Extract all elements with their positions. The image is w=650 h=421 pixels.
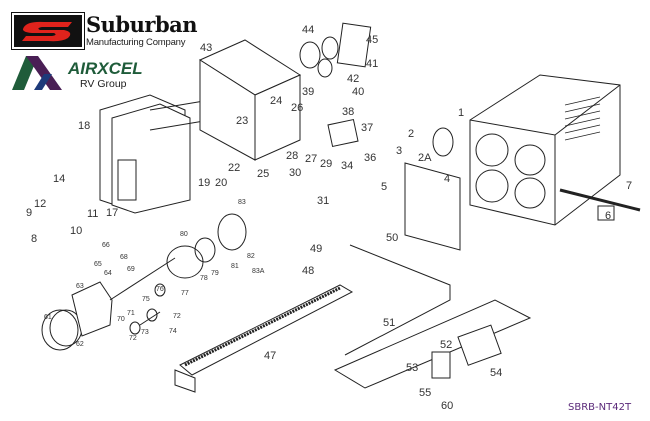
control-board <box>327 118 359 148</box>
part-label: 3 <box>396 145 402 157</box>
part-label: 45 <box>366 34 378 46</box>
part-label: 79 <box>211 270 219 277</box>
part-label: 30 <box>289 167 301 179</box>
part-label: 38 <box>342 106 354 118</box>
part-label: 7 <box>626 180 632 192</box>
part-label: 60 <box>441 400 453 412</box>
diagram-code: SBRB-NT42T <box>568 402 632 413</box>
part-label: 26 <box>291 102 303 114</box>
part-label: 76 <box>156 286 164 293</box>
part-label: 10 <box>70 225 82 237</box>
part-label: 8 <box>31 233 37 245</box>
part-label: 12 <box>34 198 46 210</box>
part-label: 43 <box>200 42 212 54</box>
part-label: 44 <box>302 24 314 36</box>
part-label: 14 <box>53 173 65 185</box>
airxcel-brand-name: AIRXCEL <box>68 59 143 78</box>
part-label: 62 <box>76 341 84 348</box>
airxcel-brand-subtitle: RV Group <box>80 78 127 90</box>
part-label: 49 <box>310 243 322 255</box>
part-label: 80 <box>180 231 188 238</box>
part-label: 11 <box>87 208 98 220</box>
part-label: 40 <box>352 86 364 98</box>
part-label: 19 <box>198 177 210 189</box>
part-label: 61 <box>44 314 52 321</box>
part-label: 17 <box>106 207 118 219</box>
part-label: 53 <box>406 362 418 374</box>
part-label: 83 <box>238 199 246 206</box>
part-label: 24 <box>270 95 282 107</box>
part-label: 36 <box>364 152 376 164</box>
part-label: 54 <box>490 367 502 379</box>
part-label: 66 <box>102 242 110 249</box>
part-label: 47 <box>264 350 276 362</box>
part-label: 23 <box>236 115 248 127</box>
suburban-brand-subtitle: Manufacturing Company <box>86 37 186 48</box>
part-label: 63 <box>76 283 84 290</box>
part-label: 78 <box>200 275 208 282</box>
heat-exchanger <box>99 94 241 214</box>
part-label: 51 <box>383 317 395 329</box>
part-label: 18 <box>78 120 90 132</box>
part-label: 50 <box>386 232 398 244</box>
part-label: 27 <box>305 153 317 165</box>
part-label: 83A <box>252 268 265 275</box>
part-label: 28 <box>286 150 298 162</box>
part-label: 74 <box>169 328 177 335</box>
part-label: 72 <box>129 335 137 342</box>
gas-valve <box>333 299 532 389</box>
part-label: 81 <box>231 263 239 270</box>
part-label: 48 <box>302 265 314 277</box>
blower-assembly <box>41 213 247 351</box>
part-label: 70 <box>117 316 125 323</box>
vent-ring <box>432 127 454 157</box>
suburban-logo <box>11 12 85 50</box>
part-label: 64 <box>104 270 112 277</box>
part-label: 25 <box>257 168 269 180</box>
part-label: 1 <box>458 107 464 119</box>
part-label: 2A <box>418 152 432 164</box>
part-label: 73 <box>141 329 149 336</box>
part-label: 34 <box>341 160 353 172</box>
part-label: 29 <box>320 158 332 170</box>
combustion-chamber <box>198 39 302 161</box>
part-label: 39 <box>302 86 314 98</box>
outer-cabinet <box>469 74 641 226</box>
part-label: 55 <box>419 387 431 399</box>
suburban-s-mark-icon <box>22 21 72 42</box>
burner-tube <box>174 284 354 393</box>
part-label: 71 <box>127 310 135 317</box>
part-label: 22 <box>228 162 240 174</box>
part-label: 2 <box>408 128 414 140</box>
part-label: 9 <box>26 207 32 219</box>
vent-tubes <box>299 22 372 78</box>
part-label: 4 <box>444 173 450 185</box>
part-label: 65 <box>94 261 102 268</box>
part-label: 42 <box>347 73 359 85</box>
part-label: 41 <box>366 58 378 70</box>
part-label: 6 <box>605 210 611 222</box>
part-label: 52 <box>440 339 452 351</box>
airxcel-mark-icon <box>12 56 62 90</box>
gas-tube <box>344 244 451 356</box>
part-label: 77 <box>181 290 189 297</box>
part-label: 5 <box>381 181 387 193</box>
part-label: 68 <box>120 254 128 261</box>
part-label: 82 <box>247 253 255 260</box>
part-label: 72 <box>173 313 181 320</box>
part-label: 69 <box>127 266 135 273</box>
part-label: 20 <box>215 177 227 189</box>
part-label: 37 <box>361 122 373 134</box>
part-label: 31 <box>317 195 329 207</box>
part-labels: 1 2 2A 3 4 5 6 7 8 9 10 11 12 14 17 18 1… <box>26 24 632 412</box>
part-label: 75 <box>142 296 150 303</box>
access-door <box>404 162 461 251</box>
suburban-brand-name: Suburban <box>86 12 198 37</box>
